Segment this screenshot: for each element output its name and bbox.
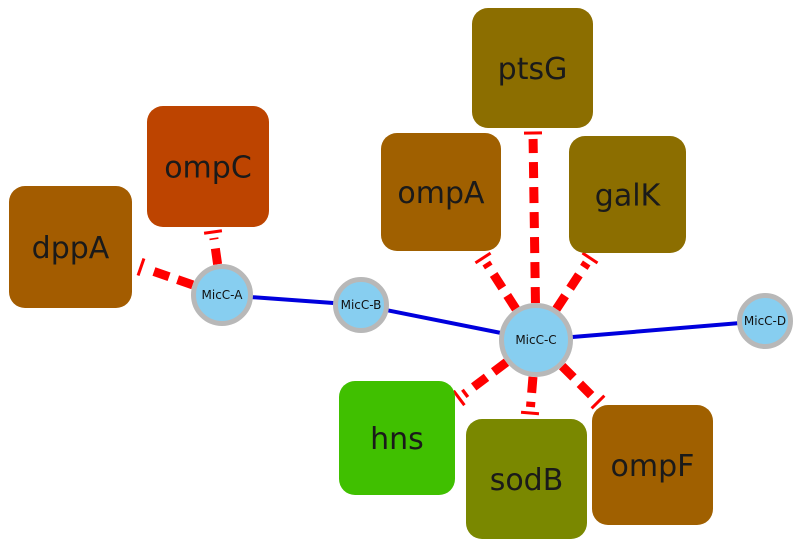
gene-label: hns <box>370 422 424 457</box>
inhibition-edges <box>136 131 606 416</box>
inhibition-edge-micc_c-sodb <box>520 376 540 416</box>
gene-node-ompc[interactable]: ompC <box>147 106 269 227</box>
gene-node-sodb[interactable]: sodB <box>466 419 587 539</box>
srna-label: MicC-B <box>341 298 382 312</box>
gene-node-hns[interactable]: hns <box>339 381 455 495</box>
gene-label: dppA <box>32 231 110 266</box>
gene-nodes: ptsG ompA galK ompC dppA hns sodB ompF <box>9 8 713 539</box>
srna-nodes: MicC-A MicC-B MicC-C MicC-D <box>191 264 793 377</box>
gene-label: sodB <box>490 463 564 498</box>
gene-node-ompf[interactable]: ompF <box>592 405 713 525</box>
inhibition-edge-micc_c-ompf <box>558 362 606 410</box>
inhibition-edge-micc_c-hns <box>452 358 510 407</box>
inhibition-edge-micc_c-ptsg <box>523 131 543 304</box>
inhibition-edge-micc_a-ompc <box>203 229 223 265</box>
link-edge-micc_c-micc_d <box>535 319 766 342</box>
gene-node-ptsg[interactable]: ptsG <box>472 8 593 128</box>
gene-label: ompF <box>611 449 695 484</box>
gene-label: galK <box>595 179 662 214</box>
gene-node-galk[interactable]: galK <box>569 136 686 253</box>
srna-node-micc_c[interactable]: MicC-C <box>499 303 573 377</box>
gene-label: ptsG <box>498 52 568 87</box>
srna-label: MicC-C <box>515 333 556 347</box>
srna-node-micc_d[interactable]: MicC-D <box>737 293 793 349</box>
inhibition-edge-micc_c-galk <box>552 251 599 312</box>
gene-node-ompa[interactable]: ompA <box>381 133 501 251</box>
link-edges <box>221 293 766 342</box>
inhibition-edge-micc_a-dppa <box>136 258 195 290</box>
gene-label: ompA <box>397 176 485 211</box>
gene-label: ompC <box>164 151 252 186</box>
srna-label: MicC-D <box>744 314 786 328</box>
srna-node-micc_b[interactable]: MicC-B <box>333 277 389 333</box>
inhibition-edge-micc_c-ompa <box>474 251 520 312</box>
srna-label: MicC-A <box>202 288 244 302</box>
gene-node-dppa[interactable]: dppA <box>9 186 132 308</box>
srna-node-micc_a[interactable]: MicC-A <box>191 264 253 326</box>
